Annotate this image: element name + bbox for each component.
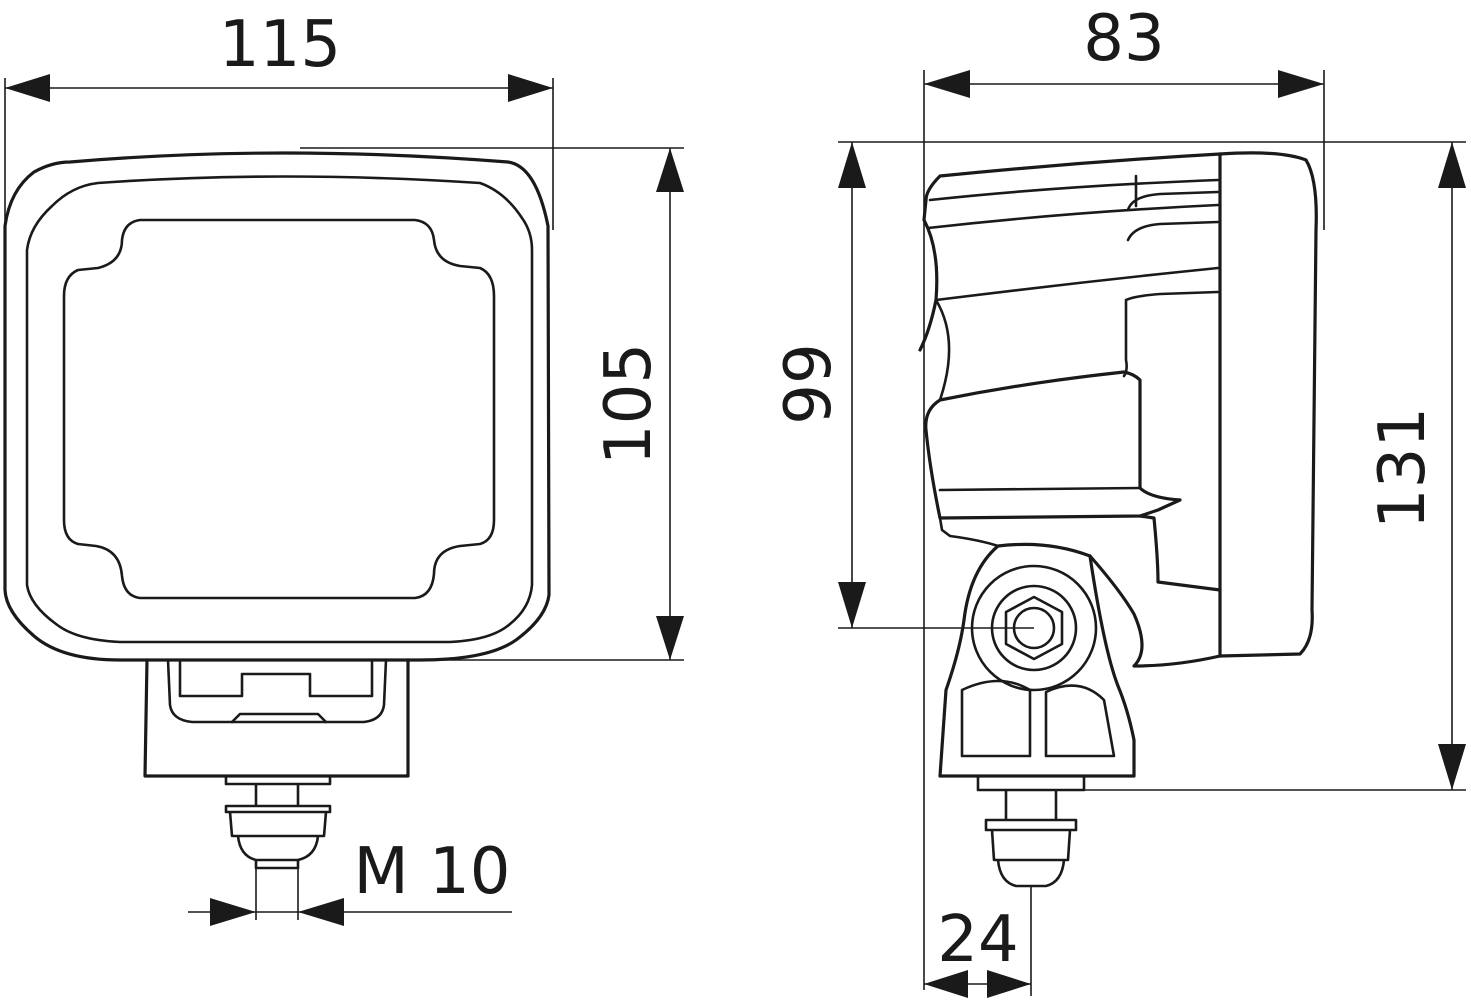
side-body-lower [918,198,939,352]
front-housing-outline [3,151,551,662]
side-bracket-windows [960,679,1116,758]
side-body-ribs [926,174,1220,242]
dim-side-depth: 83 [1083,2,1164,76]
dim-side-total-height: 131 [1366,407,1440,529]
front-bracket-slot [178,658,374,698]
dimension-lines [4,70,1466,998]
side-bracket [938,542,1136,778]
side-body-lip [938,486,1142,548]
side-body-bottom [1088,514,1222,668]
front-lens-outline [62,218,496,600]
front-bracket [143,658,410,778]
front-bracket-nut [230,712,328,724]
side-view [918,151,1318,888]
dim-front-height: 105 [592,343,666,465]
side-body-middle [924,370,1182,520]
dim-front-width: 115 [219,8,341,82]
side-front-face [1218,151,1318,658]
dim-thread: M 10 [354,835,511,909]
side-pivot-nut [1004,595,1064,661]
front-bolt [224,774,332,870]
dim-bracket-width: 24 [937,903,1018,977]
side-body-shoulder [934,266,1220,402]
front-bracket-inner [166,658,388,724]
side-body-top [924,152,1222,202]
dim-side-center-height: 99 [772,343,846,424]
front-view [3,151,551,870]
side-bolt [976,774,1086,888]
front-bezel-outline [25,175,534,644]
